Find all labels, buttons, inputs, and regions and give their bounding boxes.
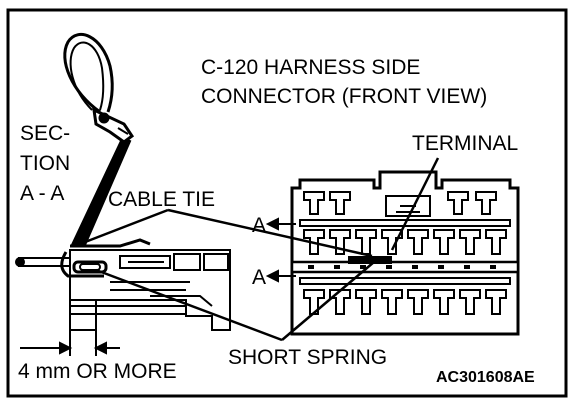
dimension-marker (20, 340, 120, 356)
section-marker-upper: A (252, 214, 266, 237)
dimension-label: 4 mm OR MORE (18, 360, 177, 383)
section-label-line-1: SEC- (20, 122, 70, 145)
figure-frame (6, 8, 568, 398)
cable-tie-illustration (63, 32, 135, 144)
section-projection-fill (72, 140, 130, 246)
leader-lines (79, 157, 440, 342)
section-label-line-2: TION (20, 152, 70, 175)
section-marker-arrows (265, 217, 296, 283)
terminal-label: TERMINAL (412, 132, 518, 155)
cable-tie-label: CABLE TIE (108, 188, 215, 211)
title-line-1: C-120 HARNESS SIDE (201, 56, 420, 79)
section-marker-lower: A (252, 266, 266, 289)
title-line-2: CONNECTOR (FRONT VIEW) (201, 85, 487, 108)
figure-code: AC301608AE (436, 369, 535, 386)
short-spring-label: SHORT SPRING (228, 346, 387, 369)
section-view (15, 238, 231, 346)
section-label-line-3: A - A (20, 182, 64, 205)
terminal-cavities (303, 191, 507, 315)
